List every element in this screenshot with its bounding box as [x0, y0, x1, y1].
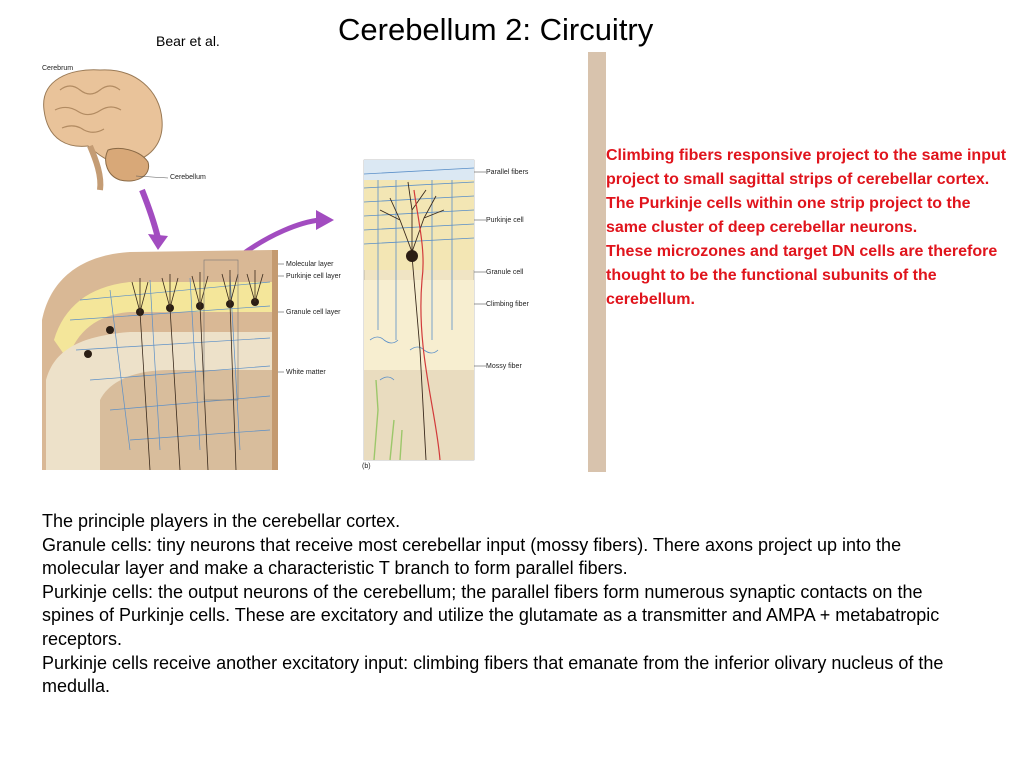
label-cerebrum: Cerebrum — [42, 65, 73, 72]
body-paragraph: Purkinje cells: the output neurons of th… — [42, 581, 940, 649]
cerebellum-illustration: Cerebrum Cerebellum — [42, 52, 606, 472]
cortex-block-drawing — [42, 250, 278, 471]
page-edge — [588, 52, 606, 472]
panel-tag-b: (b) — [362, 463, 371, 470]
label-purkinje-cell: Purkinje cell — [486, 217, 524, 224]
label-granule-cell-layer: Granule cell layer — [286, 309, 341, 316]
label-parallel-fibers: Parallel fibers — [486, 169, 529, 176]
side-note-paragraph: These microzones and target DN cells are… — [606, 243, 998, 308]
body-text: The principle players in the cerebellar … — [42, 510, 972, 699]
credit-text: Bear et al. — [156, 33, 220, 49]
slide-title: Cerebellum 2: Circuitry — [338, 12, 654, 47]
brain-drawing — [43, 69, 163, 191]
cerebellum-figure: Cerebrum Cerebellum — [40, 50, 606, 474]
arrow-down-icon — [139, 188, 161, 239]
body-paragraph: Purkinje cells receive another excitator… — [42, 652, 944, 697]
label-cerebellum: Cerebellum — [170, 174, 206, 181]
side-note: Climbing fibers responsive project to th… — [606, 144, 1011, 312]
label-molecular-layer: Molecular layer — [286, 261, 334, 268]
label-purkinje-cell-layer: Purkinje cell layer — [286, 273, 342, 280]
cortex-column-drawing — [363, 159, 475, 461]
arrow-right-icon — [238, 217, 321, 259]
body-paragraph: The principle players in the cerebellar … — [42, 511, 401, 531]
label-white-matter: White matter — [286, 369, 326, 376]
side-note-paragraph: Climbing fibers responsive project to th… — [606, 147, 1007, 188]
label-mossy-fiber: Mossy fiber — [486, 363, 522, 370]
side-note-paragraph: The Purkinje cells within one strip proj… — [606, 195, 971, 236]
body-paragraph: Granule cells: tiny neurons that receive… — [42, 534, 902, 579]
label-climbing-fiber: Climbing fiber — [486, 301, 529, 308]
label-granule-cell: Granule cell — [486, 269, 524, 276]
